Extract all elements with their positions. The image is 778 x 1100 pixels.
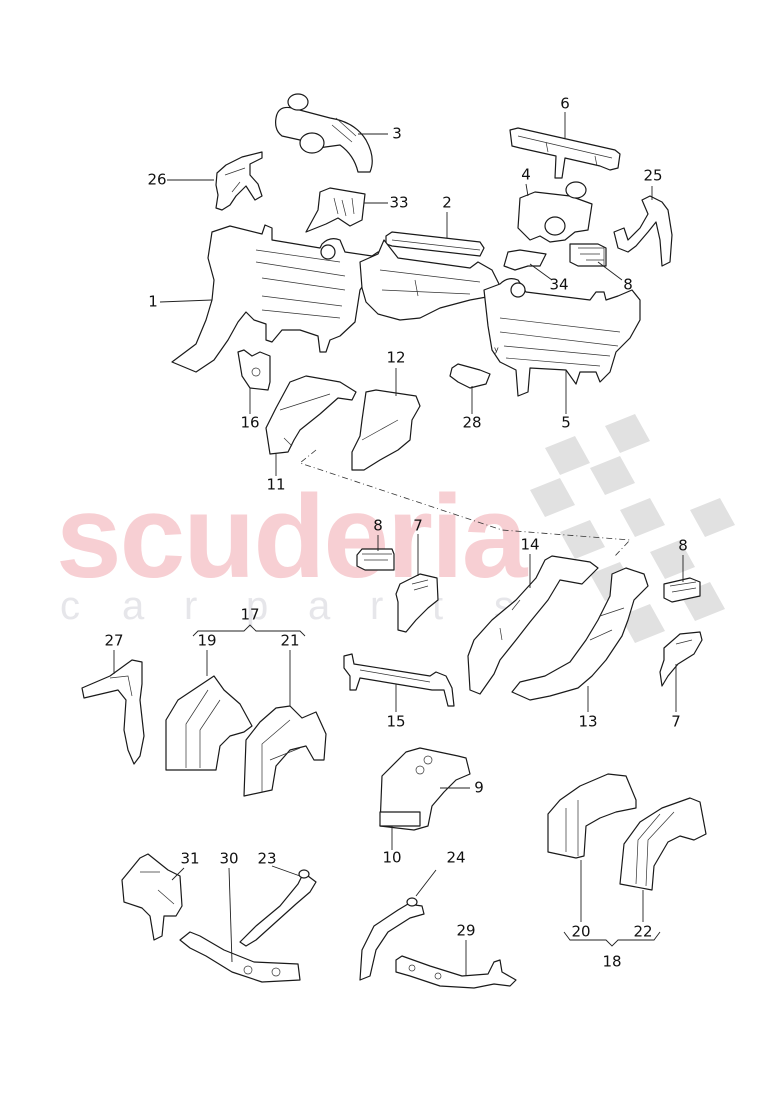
part-9-bracket — [379, 747, 471, 831]
part-2-rail — [385, 212, 485, 257]
callout-label-14[interactable]: 14 — [520, 535, 540, 554]
watermark-brand: scuderia — [56, 471, 527, 603]
part-24-strut — [359, 869, 437, 981]
callout-label-8[interactable]: 8 — [623, 275, 633, 294]
callout-label-22[interactable]: 22 — [633, 922, 653, 941]
callout-label-5[interactable]: 5 — [561, 413, 571, 432]
checker-flag-icon — [530, 414, 735, 643]
callout-label-12[interactable]: 12 — [386, 348, 406, 367]
callout-label-26[interactable]: 26 — [147, 170, 167, 189]
part-15-rail — [343, 653, 455, 712]
part-7-bracket-middle — [395, 534, 439, 633]
part-22-cover — [619, 797, 707, 922]
tagline-letter: a — [122, 584, 145, 628]
part-27-bracket — [81, 650, 145, 765]
callout-label-23[interactable]: 23 — [257, 849, 277, 868]
callout-label-11[interactable]: 11 — [266, 475, 286, 494]
part-5-cross-member-right: y — [483, 278, 641, 414]
part-34-bracket — [503, 249, 553, 281]
callout-label-19[interactable]: 19 — [197, 631, 217, 650]
callout-label-29[interactable]: 29 — [456, 921, 476, 940]
callout-label-20[interactable]: 20 — [571, 922, 591, 941]
part-19-cover — [165, 650, 253, 771]
part-12-duct — [351, 368, 421, 471]
callout-label-17[interactable]: 17 — [240, 605, 260, 624]
part-31-bracket — [121, 853, 185, 941]
part-6-crossbar — [509, 112, 621, 179]
callout-label-18[interactable]: 18 — [602, 952, 622, 971]
callout-label-30[interactable]: 30 — [219, 849, 239, 868]
callout-label-15[interactable]: 15 — [386, 712, 406, 731]
callout-label-13[interactable]: 13 — [578, 712, 598, 731]
callout-label-34[interactable]: 34 — [549, 275, 569, 294]
callout-label-1[interactable]: 1 — [148, 292, 158, 311]
part-25-wire-bracket — [613, 186, 673, 267]
callout-label-25[interactable]: 25 — [643, 166, 663, 185]
callout-label-8[interactable]: 8 — [678, 536, 688, 555]
callout-label-8[interactable]: 8 — [373, 516, 383, 535]
callout-label-10[interactable]: 10 — [382, 848, 402, 867]
tagline-letter: p — [246, 584, 269, 628]
callout-label-28[interactable]: 28 — [462, 413, 482, 432]
part-21-cover — [243, 650, 327, 797]
part-23-strut — [239, 865, 317, 947]
part-8-clip-middle — [356, 535, 395, 571]
callout-label-6[interactable]: 6 — [560, 94, 570, 113]
part-29-rail — [395, 940, 517, 989]
part-13-rail-right — [511, 567, 649, 712]
part-26-bracket — [167, 151, 263, 211]
part-4-duct — [517, 181, 593, 243]
callout-label-2[interactable]: 2 — [442, 193, 452, 212]
callout-label-31[interactable]: 31 — [180, 849, 200, 868]
tagline-letter: c — [60, 584, 80, 628]
callout-label-3[interactable]: 3 — [392, 124, 402, 143]
callout-label-7[interactable]: 7 — [671, 712, 681, 731]
part-33-panel — [305, 187, 388, 233]
callout-label-7[interactable]: 7 — [413, 516, 423, 535]
assembly-reference-line — [299, 449, 631, 557]
axis-y-marker: y — [494, 345, 499, 354]
part-8-clip-top — [569, 243, 623, 281]
callout-label-9[interactable]: 9 — [474, 778, 484, 797]
part-20-cover — [547, 773, 637, 922]
part-28-clip — [449, 363, 491, 414]
tagline-letter: t — [432, 584, 444, 628]
group-18-brace — [563, 931, 661, 947]
callout-label-24[interactable]: 24 — [446, 848, 466, 867]
part-30-rail — [179, 867, 301, 983]
tagline-letter: r — [370, 584, 384, 628]
part-16-bracket — [237, 349, 271, 414]
part-3-air-duct — [275, 93, 388, 173]
callout-label-33[interactable]: 33 — [389, 193, 409, 212]
callout-label-21[interactable]: 21 — [280, 631, 300, 650]
callout-label-4[interactable]: 4 — [521, 165, 531, 184]
part-14-rail-left — [467, 554, 599, 695]
part-7-bracket-right — [659, 631, 703, 712]
part-11-duct-left — [265, 375, 357, 476]
part-1-cross-member — [159, 224, 393, 373]
callout-label-16[interactable]: 16 — [240, 413, 260, 432]
part-8-clip-right — [663, 555, 701, 603]
tagline-letter: r — [184, 584, 198, 628]
callout-label-27[interactable]: 27 — [104, 631, 124, 650]
group-17-brace — [192, 624, 306, 637]
tagline-letter: a — [308, 584, 331, 628]
